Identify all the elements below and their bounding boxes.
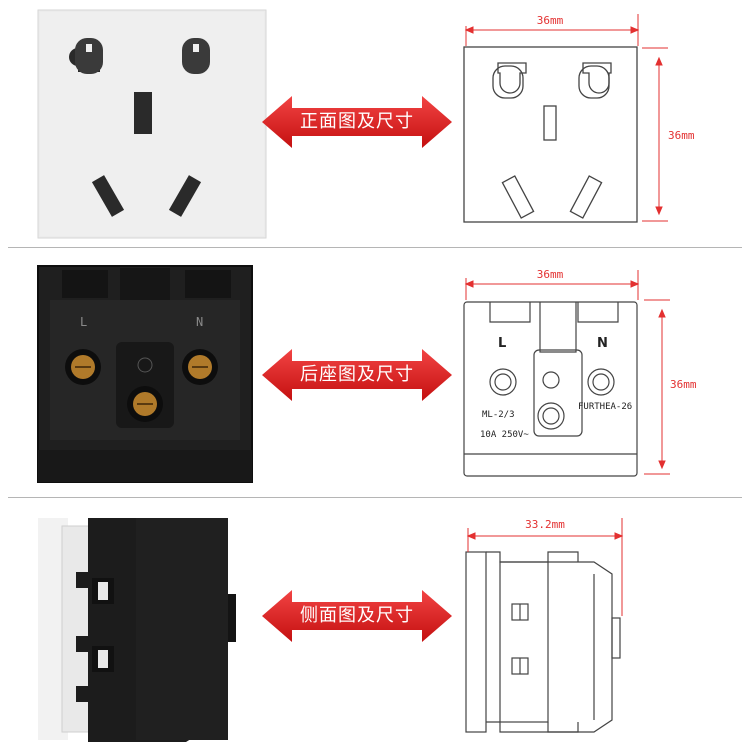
front-arrow: 正面图及尺寸 <box>262 94 452 150</box>
back-line-drawing <box>463 270 670 477</box>
side-depth-dimension: 33.2mm <box>525 518 565 531</box>
front-line-drawing <box>463 14 668 223</box>
back-view-row: L N 后座图及尺寸 <box>0 250 750 495</box>
front-photo <box>37 9 267 239</box>
front-view-row: 正面图及尺寸 36mm 36mm <box>0 0 750 245</box>
svg-text:N: N <box>196 315 203 329</box>
svg-text:L: L <box>80 315 87 329</box>
double-arrow-icon <box>262 96 452 148</box>
model-label-left: ML-2/3 <box>482 410 515 420</box>
back-photo: L N <box>37 265 253 483</box>
side-arrow: 侧面图及尺寸 <box>262 588 452 644</box>
side-photo <box>38 518 236 742</box>
divider-2 <box>8 497 742 498</box>
side-line-drawing <box>465 518 624 733</box>
double-arrow-icon <box>262 590 452 642</box>
side-view-row: 侧面图及尺寸 33.2mm <box>0 500 750 750</box>
back-arrow: 后座图及尺寸 <box>262 347 452 403</box>
double-arrow-icon <box>262 349 452 401</box>
side-view-label: 侧面图及尺寸 <box>300 605 414 626</box>
back-height-dimension: 36mm <box>670 378 697 391</box>
front-width-dimension: 36mm <box>536 14 564 27</box>
front-height-dimension: 36mm <box>668 129 695 142</box>
model-label-right: FURTHEA-26 <box>578 402 633 412</box>
divider-1 <box>8 247 742 248</box>
terminal-label-right: N <box>597 336 608 351</box>
rating-label: 10A 250V~ <box>480 430 529 440</box>
front-view-label: 正面图及尺寸 <box>300 111 414 132</box>
back-view-label: 后座图及尺寸 <box>300 364 414 385</box>
back-width-dimension: 36mm <box>536 268 564 281</box>
terminal-label-left: L <box>498 336 507 351</box>
